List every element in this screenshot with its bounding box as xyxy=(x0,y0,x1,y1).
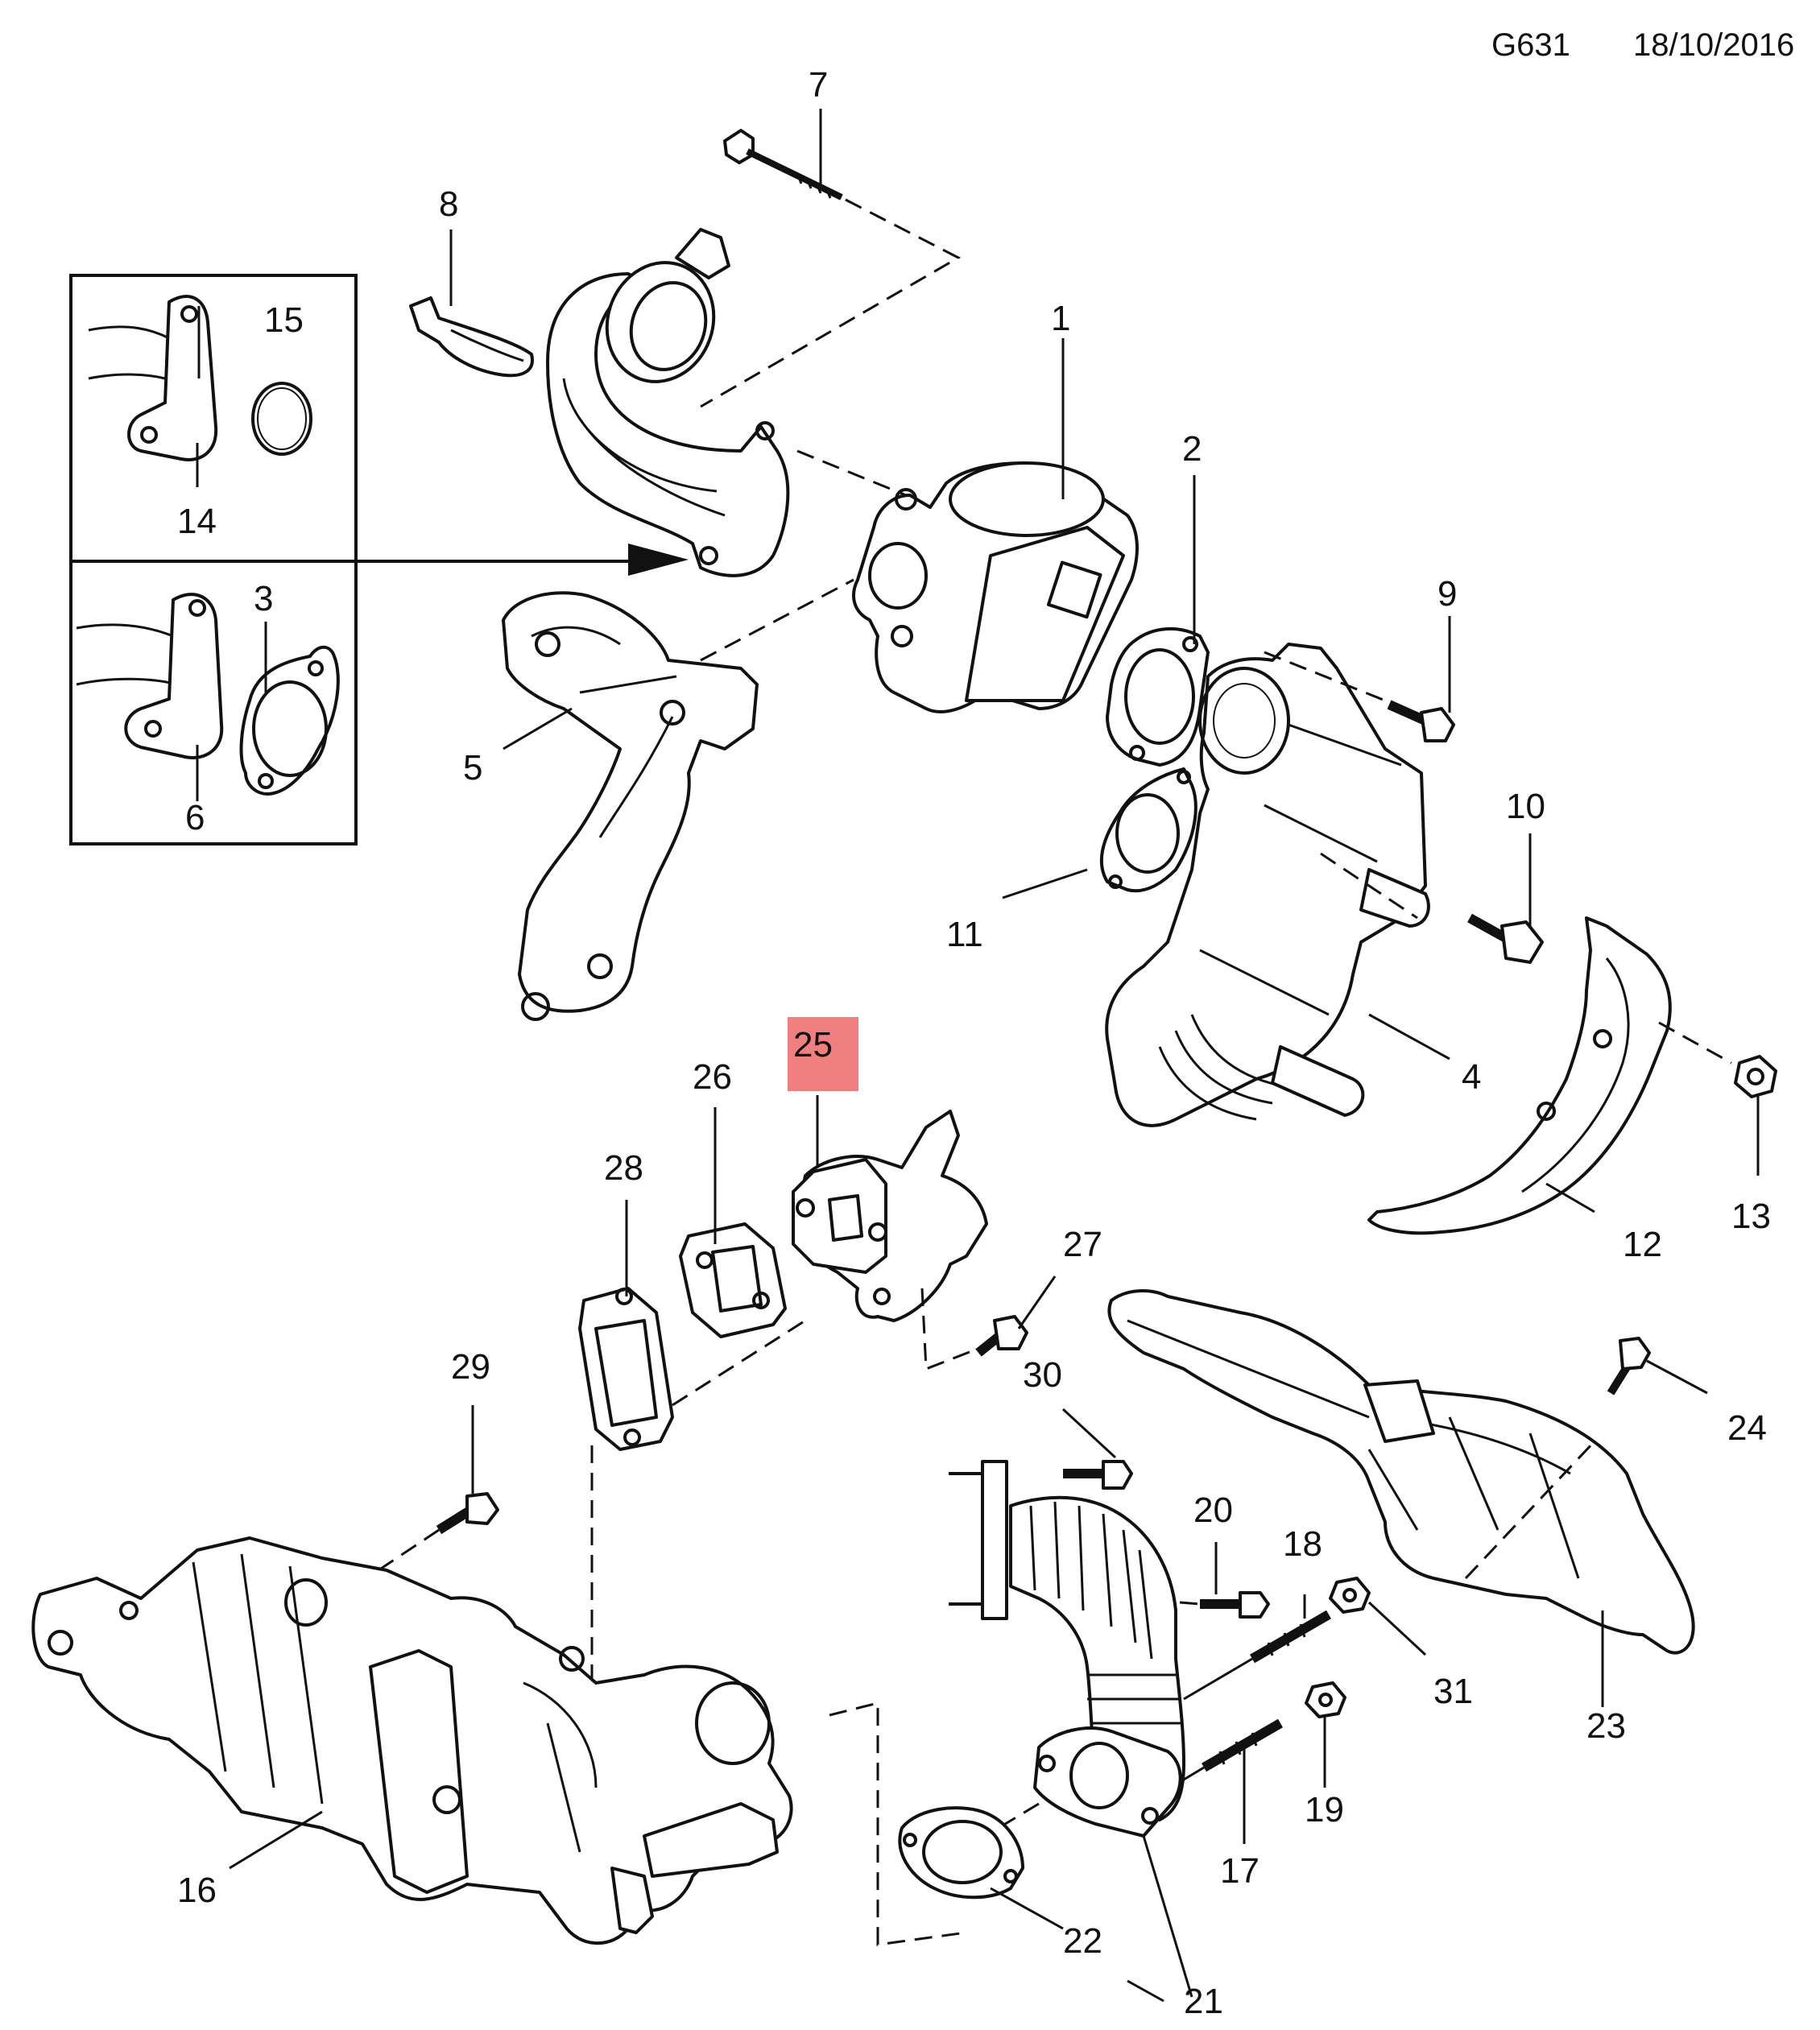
part-13-nut xyxy=(1734,1055,1777,1098)
part-label-24[interactable]: 24 xyxy=(1727,1408,1767,1448)
part-label-28[interactable]: 28 xyxy=(604,1148,643,1188)
part-23-heat-shield xyxy=(1107,1289,1695,1655)
part-25-egr-pipe-connector xyxy=(792,1110,999,1371)
inset-detail-box xyxy=(69,274,689,845)
part-label-12[interactable]: 12 xyxy=(1623,1225,1662,1264)
part-label-5[interactable]: 5 xyxy=(463,748,482,788)
part-7-bolt xyxy=(700,129,962,408)
part-label-31[interactable]: 31 xyxy=(1433,1672,1473,1711)
part-label-23[interactable]: 23 xyxy=(1586,1706,1626,1746)
part-1-egr-valve xyxy=(852,461,1139,713)
diagram-code: G631 xyxy=(1491,27,1570,63)
part-label-22[interactable]: 22 xyxy=(1063,1921,1102,1961)
part-labels: 7 8 1 2 9 10 11 4 13 12 5 15 14 3 6 25 2… xyxy=(177,65,1771,2021)
part-17-stud xyxy=(1183,1718,1284,1781)
part-19-nut xyxy=(1305,1681,1346,1718)
part-label-13[interactable]: 13 xyxy=(1731,1197,1771,1236)
part-30-bolt xyxy=(1063,1460,1133,1490)
part-label-7[interactable]: 7 xyxy=(809,65,828,105)
part-12-heat-shield xyxy=(1367,916,1732,1235)
leader-lines xyxy=(196,109,1760,2003)
part-label-20[interactable]: 20 xyxy=(1193,1490,1233,1530)
part-10-bolt xyxy=(1467,913,1544,964)
part-label-19[interactable]: 19 xyxy=(1305,1790,1344,1829)
part-label-25[interactable]: 25 xyxy=(793,1025,833,1065)
part-27-bolt xyxy=(975,1315,1028,1357)
part-16-egr-cooler-assembly xyxy=(31,1536,967,1946)
part-18-stud xyxy=(1183,1610,1332,1701)
part-5-bracket xyxy=(502,578,854,1021)
part-label-29[interactable]: 29 xyxy=(451,1347,490,1387)
part-label-18[interactable]: 18 xyxy=(1283,1524,1322,1564)
part-label-4[interactable]: 4 xyxy=(1462,1057,1481,1097)
part-3-gasket xyxy=(239,645,340,796)
part-24-bolt xyxy=(1607,1337,1651,1395)
egr-pipe-upper xyxy=(546,228,907,577)
part-label-26[interactable]: 26 xyxy=(693,1057,732,1097)
part-label-1[interactable]: 1 xyxy=(1051,299,1070,338)
part-label-16[interactable]: 16 xyxy=(177,1871,217,1910)
part-label-21[interactable]: 21 xyxy=(1184,1982,1223,2021)
part-31-nut xyxy=(1329,1577,1371,1614)
part-22-gasket xyxy=(898,1806,1024,1900)
part-label-9[interactable]: 9 xyxy=(1437,574,1457,614)
part-label-27[interactable]: 27 xyxy=(1063,1225,1102,1264)
part-14-pipe-flange xyxy=(88,295,218,461)
part-label-15[interactable]: 15 xyxy=(264,300,304,340)
part-label-8[interactable]: 8 xyxy=(439,184,458,224)
part-4-egr-cooler xyxy=(1105,643,1430,1127)
part-11-gasket xyxy=(1099,767,1197,893)
part-28-gasket xyxy=(578,1287,806,1892)
part-2-gasket xyxy=(1106,626,1210,767)
part-label-6[interactable]: 6 xyxy=(185,798,205,837)
part-label-2[interactable]: 2 xyxy=(1182,429,1202,469)
part-label-14[interactable]: 14 xyxy=(177,502,217,541)
highlight-box xyxy=(788,1017,858,1091)
part-label-10[interactable]: 10 xyxy=(1506,787,1545,826)
part-6-pipe-flange xyxy=(76,593,224,759)
part-20-bolt xyxy=(1179,1591,1270,1619)
part-label-30[interactable]: 30 xyxy=(1023,1355,1062,1395)
part-label-11[interactable]: 11 xyxy=(946,915,983,954)
arrow-icon xyxy=(628,544,689,576)
part-8-clamp xyxy=(409,296,534,378)
part-21-flex-pipe xyxy=(949,1460,1185,1838)
part-26-gasket xyxy=(679,1222,787,1338)
diagram-date: 18/10/2016 xyxy=(1633,27,1795,63)
part-label-17[interactable]: 17 xyxy=(1220,1851,1260,1891)
part-9-bolt xyxy=(1264,651,1455,742)
part-15-o-ring xyxy=(251,382,312,456)
part-label-3[interactable]: 3 xyxy=(254,579,273,618)
